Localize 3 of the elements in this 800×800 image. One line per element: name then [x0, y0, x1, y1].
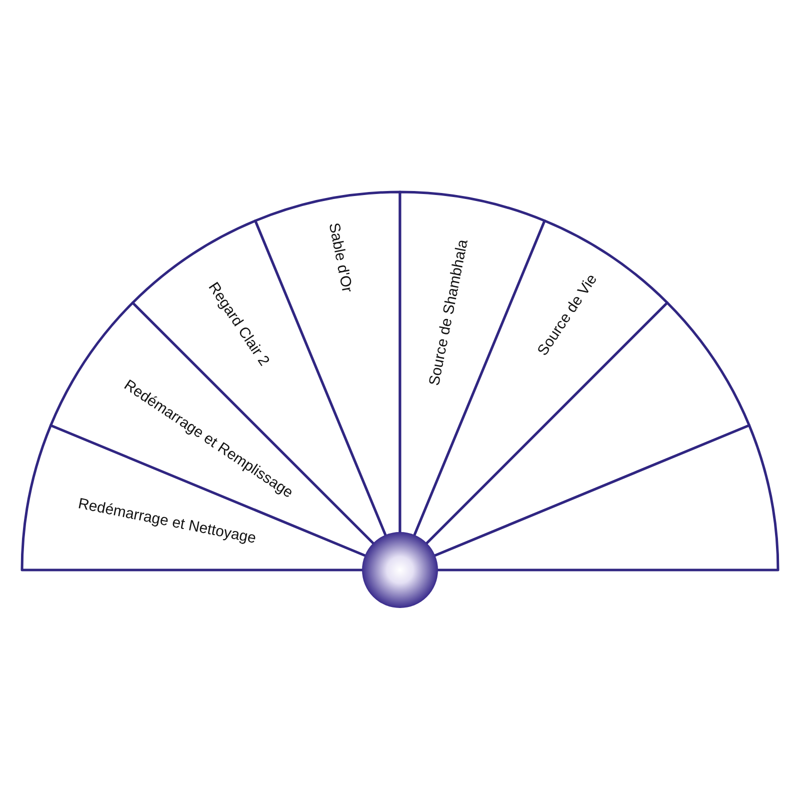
pendulum-ball	[362, 532, 438, 608]
sector-label: Sable d'Or	[324, 221, 356, 294]
sector-label: Source de Shambhala	[426, 238, 472, 388]
